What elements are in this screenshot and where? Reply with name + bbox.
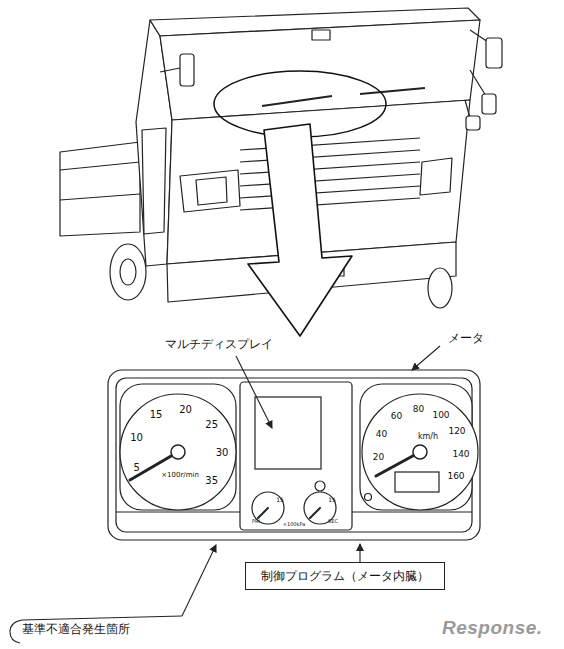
dial-number: 80 bbox=[413, 405, 424, 415]
air-gauge bbox=[252, 492, 284, 524]
needle bbox=[310, 508, 320, 518]
dial-number: 40 bbox=[376, 430, 387, 440]
needle-hub bbox=[171, 445, 185, 459]
flatbed-line bbox=[60, 162, 140, 200]
zoom-arrow bbox=[248, 124, 352, 336]
dial-number: 15 bbox=[328, 497, 336, 504]
callout-label: メータ bbox=[448, 332, 484, 345]
roof-lamp bbox=[312, 30, 330, 40]
meter-drawing bbox=[108, 370, 480, 540]
dial-number: 20 bbox=[179, 404, 192, 415]
front-wheel bbox=[428, 268, 452, 308]
wiper bbox=[262, 88, 425, 106]
dial-unit: km/h bbox=[418, 433, 438, 442]
warning-icon bbox=[315, 481, 325, 491]
leader-arrow bbox=[359, 544, 360, 562]
dial-number: 30 bbox=[216, 447, 229, 458]
tach-pod bbox=[120, 384, 236, 510]
wheel-hub bbox=[120, 259, 136, 285]
needles bbox=[130, 445, 427, 518]
gauge-label: PRI bbox=[252, 519, 260, 525]
multi-display bbox=[255, 397, 321, 469]
dial-number: 100 bbox=[432, 411, 449, 421]
dial-number: 15 bbox=[276, 497, 284, 504]
gauge-label: SEC bbox=[328, 519, 338, 525]
odo-screen bbox=[395, 472, 439, 492]
box-text: 制御プログラム（メータ内臓） bbox=[261, 568, 429, 585]
dial-number: 25 bbox=[205, 419, 218, 430]
rear-wheel bbox=[110, 244, 146, 300]
meter-housing bbox=[108, 370, 480, 540]
leader-lines bbox=[10, 346, 440, 643]
headlight bbox=[180, 170, 240, 212]
dial-number: 120 bbox=[448, 427, 465, 437]
dial-number: 20 bbox=[373, 453, 384, 463]
center-panel bbox=[240, 382, 352, 530]
dial-number: 10 bbox=[130, 432, 143, 443]
tach-dial bbox=[120, 394, 236, 510]
program-box: 制御プログラム（メータ内臓） bbox=[245, 562, 445, 590]
dial-number: 5 bbox=[133, 462, 139, 473]
callout-label: マルチディスプレイ bbox=[165, 338, 273, 351]
dial-unit: ×100kPa bbox=[283, 522, 305, 528]
mirror bbox=[486, 38, 502, 68]
knob bbox=[365, 494, 372, 501]
cab-door bbox=[142, 128, 166, 234]
leader-arrow bbox=[236, 356, 272, 428]
mirror bbox=[180, 54, 194, 86]
headlight-lens bbox=[196, 177, 227, 205]
mirror bbox=[466, 116, 480, 130]
dial-unit: ×100r/min bbox=[161, 472, 199, 480]
dial-number: 160 bbox=[447, 472, 464, 482]
speedo-dial bbox=[362, 394, 478, 510]
mirror bbox=[482, 94, 496, 114]
bracket bbox=[10, 616, 182, 643]
leader-arrow bbox=[182, 545, 216, 616]
dial-number: 35 bbox=[205, 475, 218, 486]
dial-number: 60 bbox=[391, 412, 402, 422]
flatbed bbox=[60, 142, 140, 236]
watermark: Response. bbox=[442, 618, 543, 639]
mirror-arm bbox=[160, 68, 180, 72]
dial-number: 140 bbox=[452, 450, 469, 460]
leader-arrow bbox=[412, 346, 440, 370]
headlight bbox=[420, 158, 452, 195]
callout-label: 基準不適合発生箇所 bbox=[22, 623, 130, 636]
dial-number: 15 bbox=[150, 409, 163, 420]
needle-hub bbox=[413, 445, 427, 459]
needle bbox=[258, 508, 268, 518]
